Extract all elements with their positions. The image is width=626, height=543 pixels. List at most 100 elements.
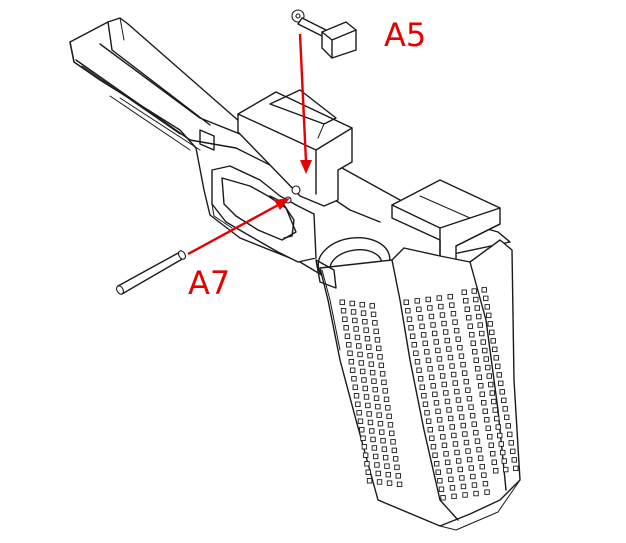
grip-stipple <box>443 390 449 396</box>
grip-stipple <box>482 347 488 354</box>
grip-stipple <box>409 333 416 339</box>
grip-stipple <box>483 295 489 302</box>
grip-stipple <box>471 482 478 488</box>
grip-stipple <box>435 408 441 415</box>
grip-stipple <box>441 381 447 388</box>
locking-block-housing <box>237 89 353 207</box>
grip-stipple <box>374 337 381 343</box>
grip-stipple <box>483 356 489 362</box>
grip-stipple <box>444 459 451 466</box>
grip-stipple <box>444 398 451 405</box>
grip-stipple <box>380 437 386 444</box>
grip-stipple <box>381 446 388 452</box>
grip-stipple <box>458 414 465 420</box>
grip-stipple <box>383 396 390 403</box>
grip-stipple <box>359 427 365 433</box>
grip-stipple <box>492 407 498 413</box>
grip-stipple <box>489 390 495 396</box>
grip-stipple <box>446 407 452 413</box>
grip-stipple <box>450 310 457 317</box>
grip-stipple <box>406 316 413 322</box>
grip-stipple <box>364 461 370 467</box>
grip-stipple <box>427 427 433 433</box>
grip-stipple <box>363 327 369 333</box>
grip-stipple <box>454 388 460 395</box>
grip-stipple <box>488 442 494 448</box>
grip-stipple <box>484 489 490 495</box>
grip-stipple <box>463 439 470 446</box>
grip-stipple <box>379 371 386 377</box>
grip-stipple <box>384 463 390 469</box>
grip-stipple <box>428 313 435 320</box>
grip-stipple <box>444 337 450 344</box>
grip-stipple <box>438 486 445 492</box>
grip-stipple <box>428 374 435 381</box>
grip-stipple <box>457 405 463 412</box>
grip-stipple <box>440 495 446 501</box>
grip-stipple <box>352 317 358 324</box>
grip-stipple <box>438 425 444 432</box>
grip-stipple <box>340 308 347 314</box>
grip-stipple <box>377 354 383 360</box>
grip-stipple <box>386 480 393 486</box>
grip-stipple <box>359 301 365 308</box>
grip-stipple <box>356 343 362 349</box>
label-a7: A7 <box>188 264 230 302</box>
grip-stipple <box>425 296 431 303</box>
grip-stipple <box>430 322 436 328</box>
grip-stipple <box>366 478 373 484</box>
grip-stipple <box>435 469 441 475</box>
grip-stipple <box>413 350 419 356</box>
grip-stipple <box>373 328 379 335</box>
grip-stipple <box>362 385 368 392</box>
grip-stipple <box>385 405 391 411</box>
grip-stipple <box>473 490 479 497</box>
grip-stipple <box>503 466 509 473</box>
grip-stipple <box>468 404 474 410</box>
grip-stipple <box>455 397 462 403</box>
grip-stipple <box>455 336 461 342</box>
grip-stipple <box>497 432 503 439</box>
grip-stipple <box>367 352 373 359</box>
grip-stipple <box>449 485 456 491</box>
grip-stipple <box>439 373 446 379</box>
grip-stipple <box>373 395 380 401</box>
grip-stipple <box>490 338 496 344</box>
grip-stipple <box>372 386 378 393</box>
grip-stipple <box>391 447 398 454</box>
grip-stipple <box>466 395 473 402</box>
grip-stipple <box>427 305 433 311</box>
grip-stipple <box>440 434 446 440</box>
grip-stipple <box>473 357 479 363</box>
grip-stipple <box>462 431 468 437</box>
grip-stipple <box>477 322 483 328</box>
callout-arrow-a5 <box>298 33 312 174</box>
grip-stipple <box>411 342 417 348</box>
grip-stipple <box>439 312 446 318</box>
grip-stipple <box>468 465 474 471</box>
grip-stipple <box>476 313 482 320</box>
grip-stipple <box>359 368 366 375</box>
grip-stipple <box>436 295 442 301</box>
grip-stipple <box>461 370 468 376</box>
grip-stipple <box>364 335 371 342</box>
grip-stipple <box>500 449 506 456</box>
grip-texture <box>339 287 519 501</box>
grip-stipple <box>421 393 427 399</box>
grip-stipple <box>452 380 458 386</box>
rear-rail-block <box>391 179 501 261</box>
grip-stipple <box>438 303 444 310</box>
grip-stipple <box>495 363 501 370</box>
grip-stipple <box>344 333 351 339</box>
grip-stipple <box>347 350 353 356</box>
grip-stipple <box>394 464 400 471</box>
grip-stipple <box>502 406 508 412</box>
grip-stipple <box>433 400 440 406</box>
grip-stipple <box>376 412 382 418</box>
grip-stipple <box>486 373 492 379</box>
grip-stipple <box>436 356 443 362</box>
grip-stipple <box>430 383 436 389</box>
grip-stipple <box>458 353 465 359</box>
grip-stipple <box>353 326 359 332</box>
grip-stipple <box>465 448 471 454</box>
